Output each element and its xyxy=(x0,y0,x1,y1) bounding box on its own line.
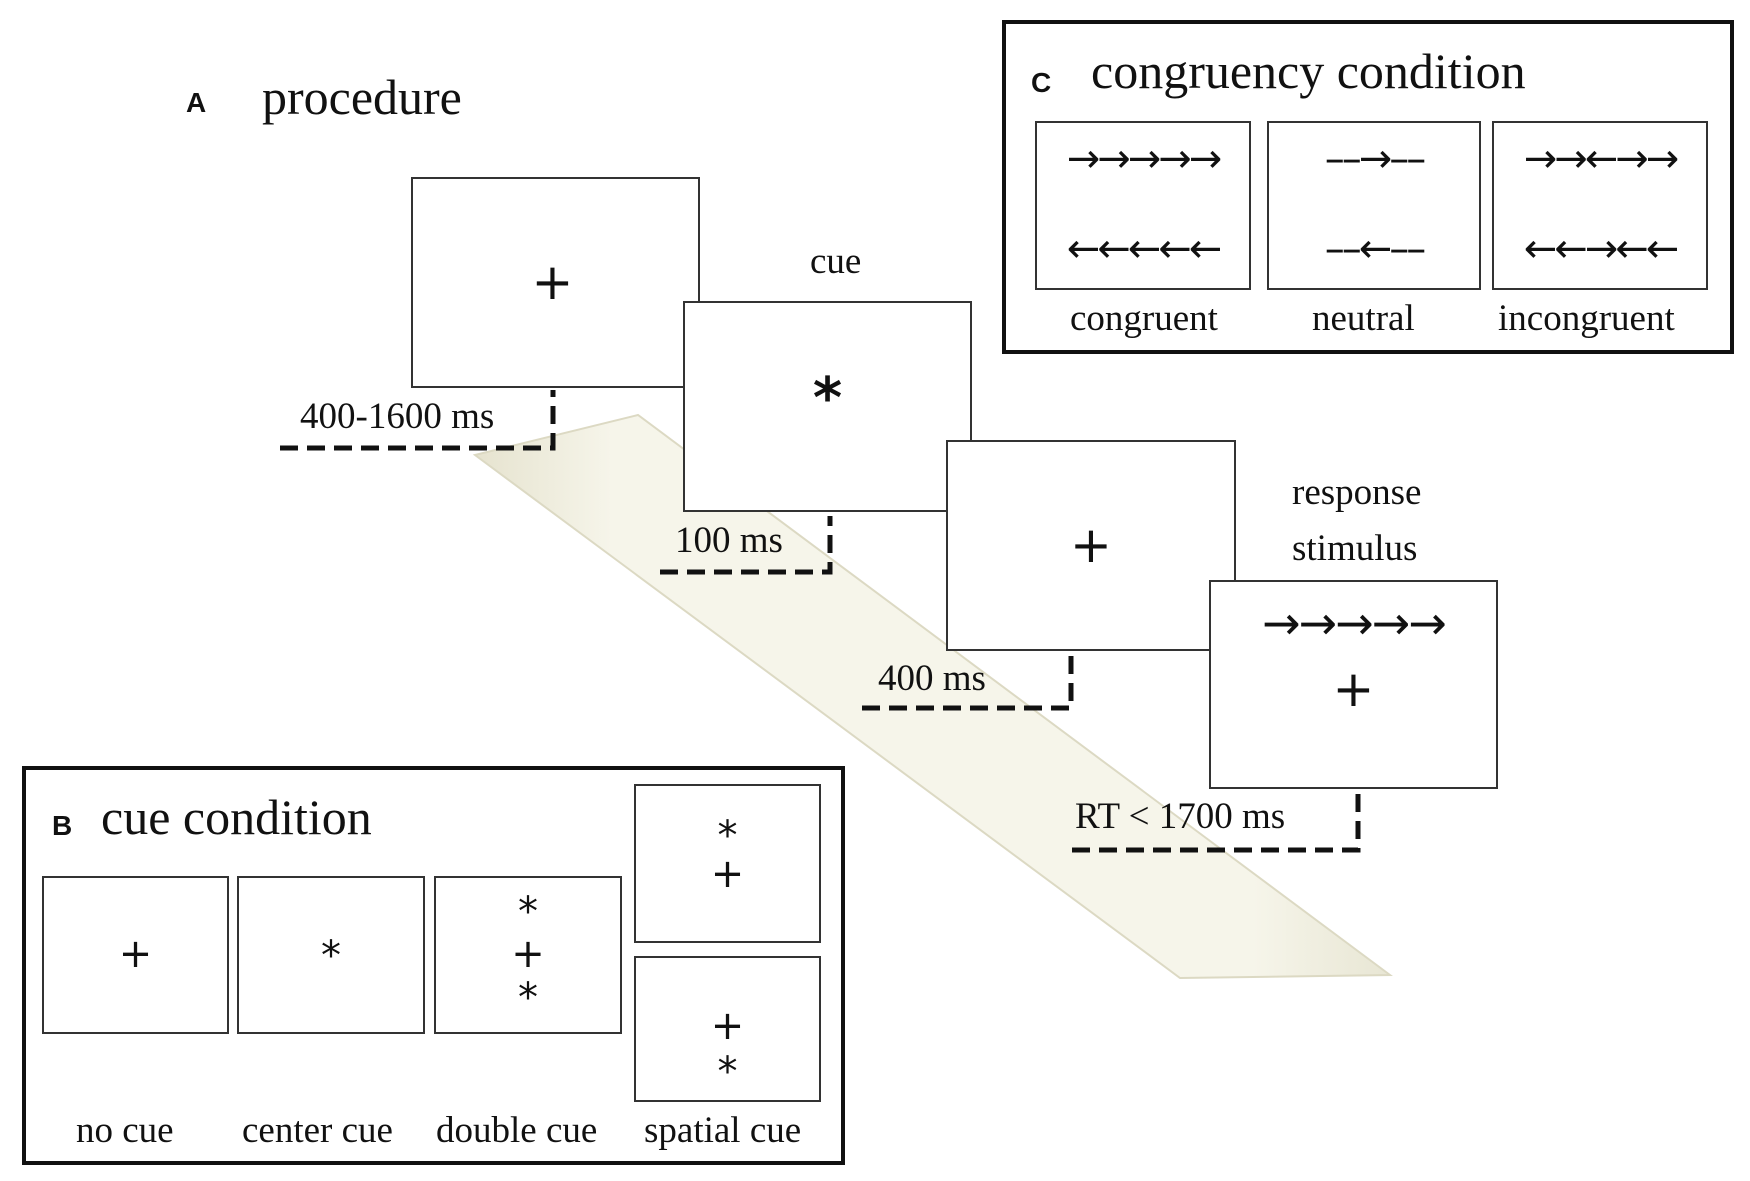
panel-b-title: cue condition xyxy=(101,789,372,845)
no-cue-screen: + xyxy=(42,876,229,1034)
neutral-top-arrows: ––→–– xyxy=(1324,136,1427,182)
neutral-screen: ––→–– ––←–– xyxy=(1267,121,1481,290)
timeline-ribbon xyxy=(472,413,1393,980)
panel-a-letter: A xyxy=(186,87,207,118)
spatial-cue-upper-screen: * + xyxy=(634,784,821,943)
cue-screen-label: cue xyxy=(810,241,862,282)
spatial-cue-lower-cross: + xyxy=(710,1003,745,1049)
no-cue-label: no cue xyxy=(76,1110,174,1151)
incongruent-bottom-arrows: ←←→←← xyxy=(1523,226,1680,272)
spatial-cue-lower-screen: + * xyxy=(634,956,821,1102)
spatial-cue-label: spatial cue xyxy=(644,1110,802,1151)
congruent-bottom-arrows: ←←←←← xyxy=(1066,226,1223,272)
neutral-bottom-arrows: ––←–– xyxy=(1324,226,1427,272)
interval-screen: + xyxy=(946,440,1236,651)
dashed-timing-line-2 xyxy=(660,516,833,575)
response-label-line1: response xyxy=(1292,472,1422,513)
incongruent-top-arrows: →→←→→ xyxy=(1523,136,1680,182)
panel-c-title: congruency condition xyxy=(1091,43,1526,99)
double-cue-label: double cue xyxy=(436,1110,598,1151)
panel-a-title: procedure xyxy=(262,69,462,125)
double-cue-asterisk-bottom: * xyxy=(518,975,538,1021)
spatial-cue-upper-asterisk: * xyxy=(717,813,738,859)
center-cue-screen: * xyxy=(237,876,425,1034)
cue-screen: * xyxy=(683,301,972,512)
duration-label-response: RT < 1700 ms xyxy=(1075,796,1286,837)
congruent-top-arrows: →→→→→ xyxy=(1066,136,1223,182)
target-fixation-cross: + xyxy=(1332,660,1375,718)
duration-label-fixation: 400-1600 ms xyxy=(300,396,495,437)
cue-asterisk: * xyxy=(812,366,843,431)
fixation-screen: + xyxy=(411,177,700,388)
dashed-timing-line-3 xyxy=(862,652,1074,711)
center-cue-label: center cue xyxy=(242,1110,393,1151)
double-cue-asterisk-top: * xyxy=(518,889,538,935)
target-arrow-row: →→→→→ xyxy=(1262,596,1447,650)
dashed-timing-line-4 xyxy=(1072,792,1361,853)
double-cue-cross: + xyxy=(511,931,545,977)
incongruent-label: incongruent xyxy=(1498,298,1675,339)
neutral-label: neutral xyxy=(1312,298,1415,339)
dashed-timing-line-1 xyxy=(280,390,556,451)
panel-c-letter: C xyxy=(1031,67,1052,98)
duration-label-interval: 400 ms xyxy=(878,658,986,699)
no-cue-cross: + xyxy=(118,931,153,977)
interval-fixation-cross: + xyxy=(1070,516,1112,574)
duration-label-cue: 100 ms xyxy=(675,520,783,561)
spatial-cue-upper-cross: + xyxy=(710,851,745,897)
panel-b-letter: B xyxy=(52,810,73,841)
fixation-cross: + xyxy=(531,253,574,311)
incongruent-screen: →→←→→ ←←→←← xyxy=(1492,121,1708,290)
congruent-screen: →→→→→ ←←←←← xyxy=(1035,121,1251,290)
response-label-line2: stimulus xyxy=(1292,528,1418,569)
target-screen: →→→→→ + xyxy=(1209,580,1498,789)
center-cue-asterisk: * xyxy=(321,933,341,979)
spatial-cue-lower-asterisk: * xyxy=(717,1049,738,1095)
congruent-label: congruent xyxy=(1070,298,1218,339)
double-cue-screen: * + * xyxy=(434,876,622,1034)
panel-c-frame: C congruency condition →→→→→ ←←←←← ––→––… xyxy=(1002,20,1734,354)
panel-b-frame: B cue condition + * * + * * + + * no cue… xyxy=(22,766,845,1165)
